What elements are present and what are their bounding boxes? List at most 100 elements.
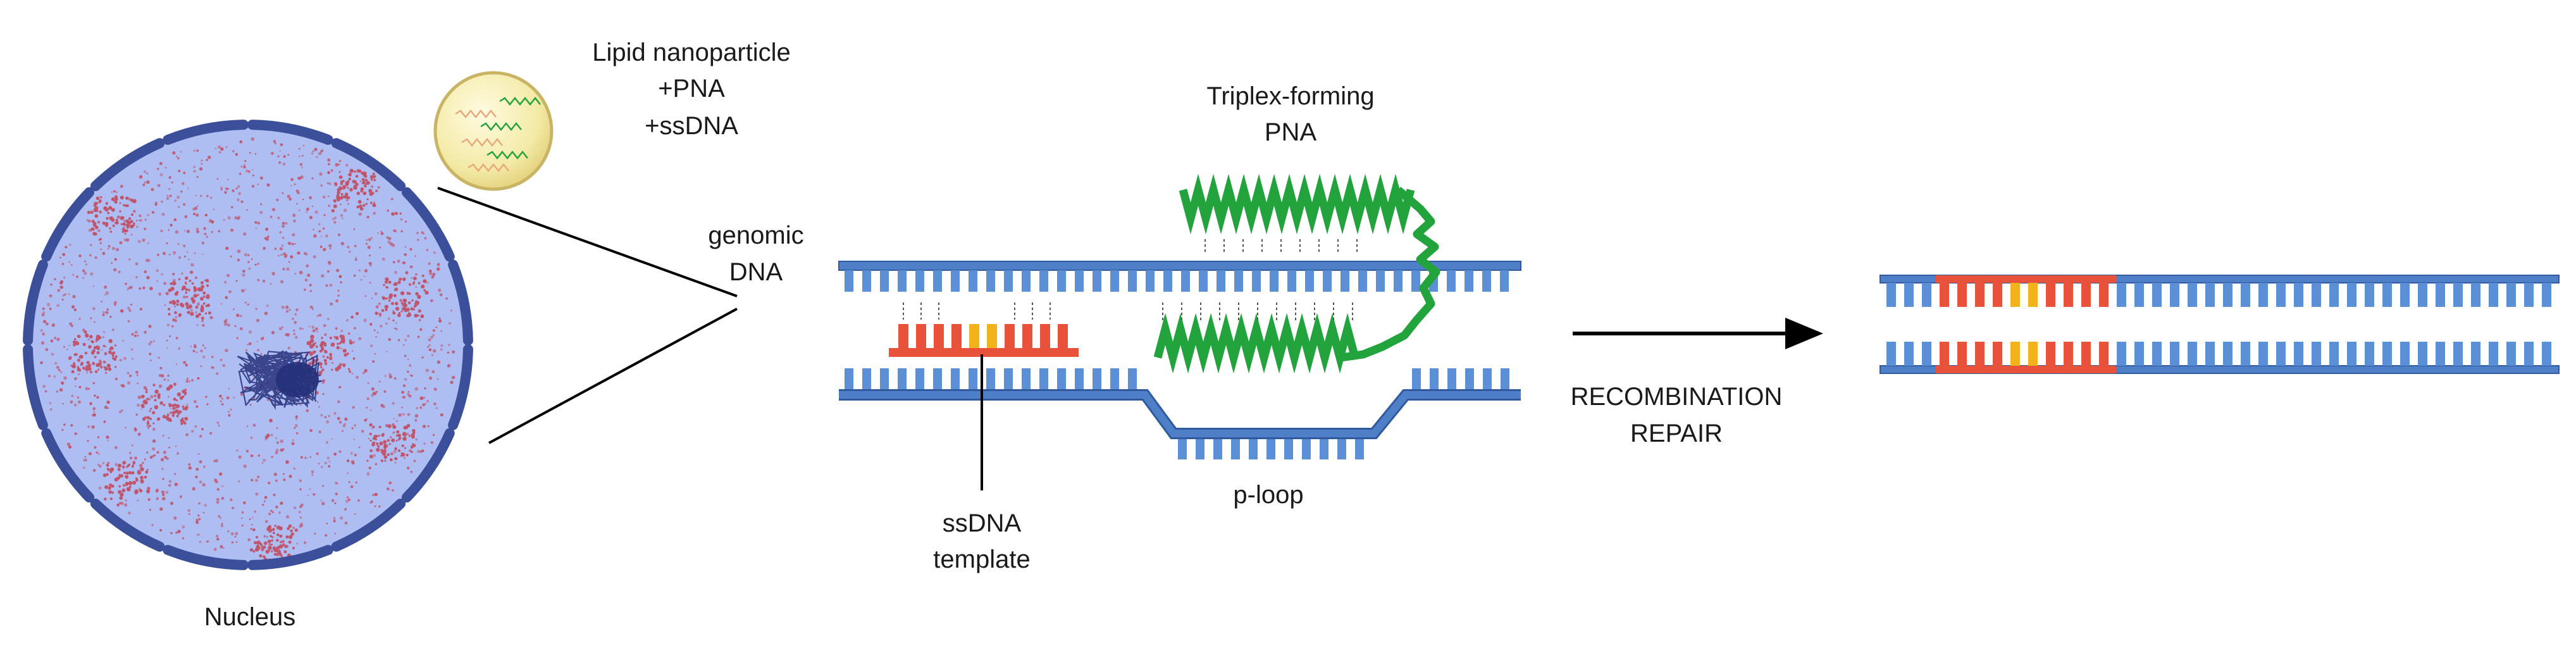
chromatin-dot <box>216 501 220 504</box>
repaired-base <box>1886 283 1896 307</box>
chromatin-dot <box>411 277 413 279</box>
chromatin-dot <box>176 299 180 303</box>
chromatin-dot <box>362 191 367 196</box>
chromatin-dot <box>299 270 303 275</box>
chromatin-dot <box>419 406 422 409</box>
chromatin-dot <box>347 186 349 189</box>
chromatin-dot <box>319 172 323 176</box>
chromatin-dot <box>65 246 68 249</box>
chromatin-dot <box>109 348 111 351</box>
base-tick <box>1231 438 1240 459</box>
chromatin-dot <box>367 471 369 473</box>
chromatin-dot <box>353 274 356 277</box>
repaired-base <box>2099 342 2108 366</box>
chromatin-dot <box>376 332 379 333</box>
chromatin-dot <box>286 333 290 337</box>
ssdna-label-line2: template <box>933 545 1030 573</box>
repaired-base <box>1940 283 1949 307</box>
chromatin-dot <box>109 316 112 318</box>
chromatin-dot <box>175 445 177 447</box>
chromatin-dot <box>137 432 141 436</box>
chromatin-dot <box>188 289 190 292</box>
chromatin-dot <box>185 288 189 292</box>
repaired-base <box>2400 342 2410 366</box>
chromatin-dot <box>96 202 99 205</box>
chromatin-dot <box>50 339 54 342</box>
chromatin-dot <box>300 456 303 459</box>
chromatin-dot <box>452 350 455 354</box>
chromatin-dot <box>127 472 129 475</box>
repaired-base <box>2099 283 2108 307</box>
chromatin-dot <box>70 400 73 404</box>
chromatin-dot <box>120 492 124 497</box>
chromatin-dot <box>71 394 74 397</box>
chromatin-dot <box>125 223 130 228</box>
chromatin-dot <box>338 171 341 173</box>
chromatin-dot <box>167 379 170 382</box>
chromatin-dot <box>438 319 442 323</box>
chromatin-dot <box>129 456 133 459</box>
chromatin-dot <box>431 354 433 356</box>
chromatin-dot <box>409 247 412 251</box>
chromatin-dot <box>385 308 388 311</box>
chromatin-dot <box>167 396 170 398</box>
chromatin-dot <box>61 382 65 385</box>
chromatin-dot <box>311 474 314 477</box>
chromatin-dot <box>375 189 378 192</box>
chromatin-dot <box>221 525 223 527</box>
chromatin-dot <box>157 184 161 187</box>
chromatin-dot <box>404 303 407 308</box>
chromatin-dot <box>404 433 407 437</box>
chromatin-dot <box>287 242 291 245</box>
chromatin-dot <box>362 371 365 375</box>
chromatin-dot <box>402 277 406 282</box>
chromatin-dot <box>290 532 294 536</box>
base-tick <box>1181 270 1190 292</box>
chromatin-dot <box>172 318 175 321</box>
repaired-base <box>2152 342 2162 366</box>
chromatin-dot <box>143 386 147 390</box>
chromatin-dot <box>323 196 326 199</box>
chromatin-dot <box>339 363 342 366</box>
chromatin-dot <box>420 314 424 318</box>
chromatin-dot <box>73 308 77 311</box>
nuclear-envelope <box>23 120 473 570</box>
chromatin-dot <box>300 524 303 526</box>
chromatin-dot <box>356 205 359 209</box>
chromatin-dot <box>132 480 137 485</box>
chromatin-dot <box>335 336 339 340</box>
chromatin-dot <box>185 304 189 307</box>
chromatin-dot <box>260 203 263 206</box>
chromatin-dot <box>60 280 64 284</box>
chromatin-dot <box>377 232 379 234</box>
repaired-base <box>2382 283 2392 307</box>
chromatin-dot <box>183 255 186 258</box>
chromatin-dot <box>406 454 409 457</box>
chromatin-dot <box>270 544 273 546</box>
chromatin-dot <box>145 389 148 391</box>
chromatin-dot <box>73 377 77 380</box>
chromatin-dot <box>327 171 330 175</box>
chromatin-dot <box>370 344 373 347</box>
chromatin-dot <box>373 178 376 182</box>
chromatin-dot <box>168 254 171 256</box>
chromatin-dot <box>111 247 115 251</box>
chromatin-dot <box>334 532 337 535</box>
chromatin-dot <box>351 350 354 352</box>
chromatin-dot <box>252 174 254 177</box>
chromatin-dot <box>395 302 399 306</box>
chromatin-dot <box>114 195 118 199</box>
chromatin-dot <box>134 334 137 337</box>
repair-label-line2: REPAIR <box>1630 420 1723 447</box>
chromatin-dot <box>309 488 311 490</box>
chromatin-dot <box>410 307 414 311</box>
chromatin-dot <box>167 308 171 311</box>
chromatin-dot <box>294 321 297 324</box>
base-tick <box>951 368 960 391</box>
chromatin-dot <box>220 147 224 151</box>
chromatin-dot <box>312 307 314 309</box>
chromatin-dot <box>409 313 411 315</box>
chromatin-dot <box>375 442 379 446</box>
chromatin-dot <box>75 275 79 278</box>
chromatin-dot <box>257 547 261 550</box>
